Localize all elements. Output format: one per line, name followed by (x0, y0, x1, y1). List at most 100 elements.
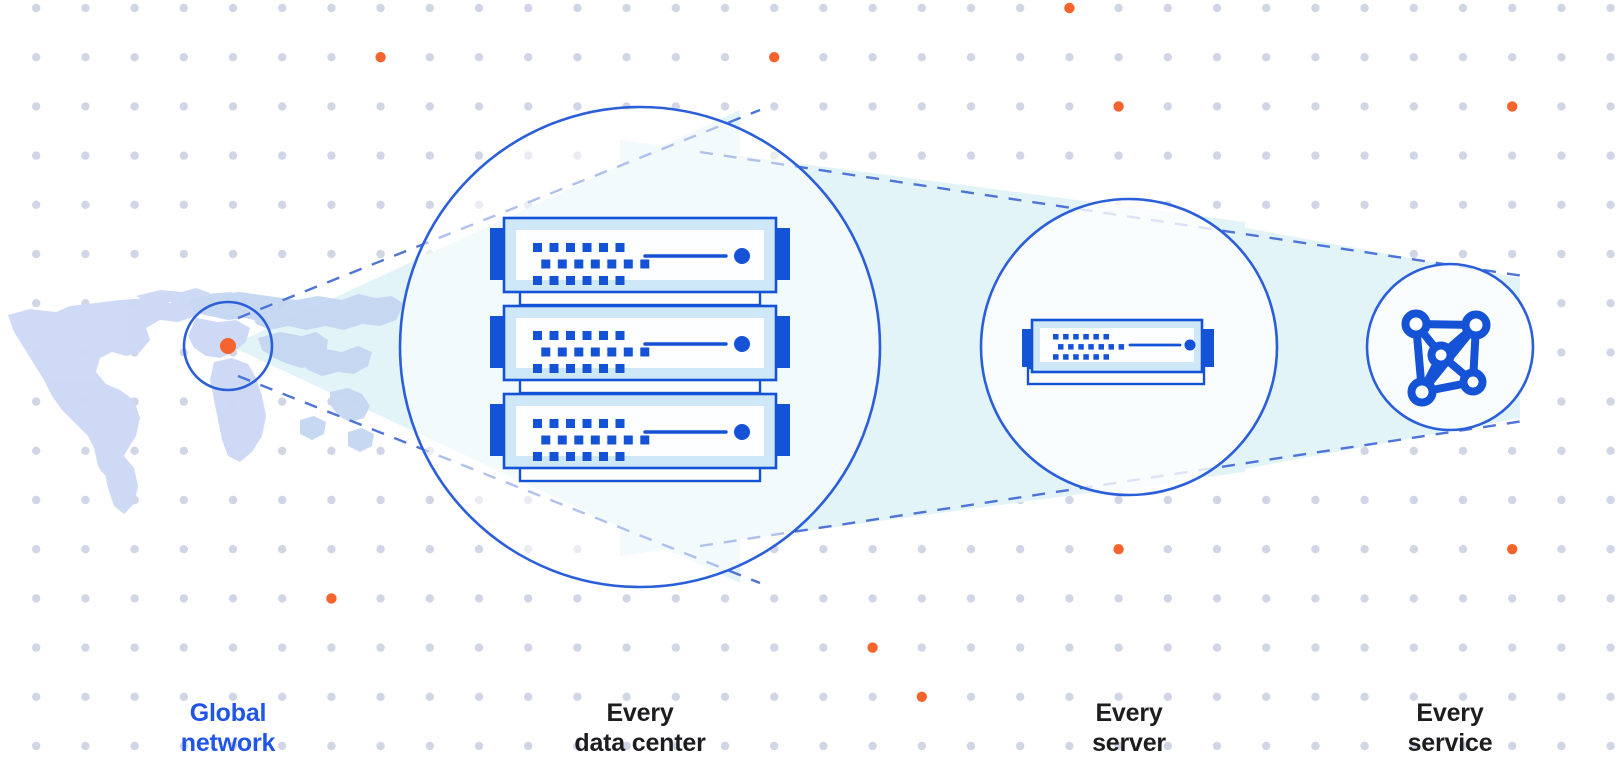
grid-dot (130, 643, 139, 652)
grid-dot (327, 495, 336, 505)
grid-dot (179, 545, 188, 554)
grid-dot (1508, 643, 1517, 652)
vent-dot (1063, 334, 1069, 340)
grid-dot (81, 643, 90, 652)
grid-dot (524, 594, 533, 603)
grid-dot (179, 102, 188, 111)
vent-dot (566, 452, 575, 461)
grid-dot (32, 151, 41, 160)
grid-dot (228, 200, 238, 209)
grid-dot (1458, 249, 1468, 259)
grid-dot-accent (1507, 544, 1518, 555)
grid-dot (1163, 3, 1173, 13)
grid-dot (278, 3, 287, 13)
grid-dot (376, 643, 385, 652)
grid-dot (1212, 3, 1222, 13)
grid-dot (1360, 3, 1369, 13)
grid-dot (327, 151, 336, 160)
grid-dot (474, 692, 484, 701)
grid-dot (1065, 594, 1074, 603)
single-server-status-led (1184, 339, 1196, 351)
grid-dot (819, 594, 828, 603)
grid-dot-accent (326, 593, 337, 604)
grid-dot (130, 741, 139, 751)
grid-dot (1458, 102, 1468, 111)
grid-dot (327, 741, 336, 751)
grid-dot (1212, 545, 1222, 554)
single-server-vents (1053, 334, 1125, 360)
grid-dot (32, 3, 41, 13)
grid-dot (1016, 643, 1025, 652)
vent-dot (607, 259, 617, 269)
grid-dot (1606, 3, 1615, 13)
grid-dot (917, 3, 926, 13)
grid-dot (376, 200, 385, 209)
grid-dot (1409, 151, 1419, 160)
vent-dot (533, 364, 542, 373)
grid-dot (1311, 53, 1320, 62)
vent-dot (615, 243, 625, 252)
vent-dot (533, 331, 542, 340)
grid-dot (278, 741, 287, 751)
service-mesh-icon (1401, 309, 1491, 407)
vent-dot (557, 347, 567, 357)
grid-dot (1360, 495, 1369, 505)
grid-dot (1508, 446, 1517, 455)
grid-dot (376, 151, 385, 160)
rack-unit-3-vents (533, 419, 650, 461)
grid-dot (130, 249, 139, 259)
grid-dot (1606, 741, 1615, 751)
grid-dot (228, 495, 238, 505)
grid-dot (179, 3, 188, 13)
grid-dot (1065, 53, 1074, 62)
grid-dot (1409, 495, 1419, 505)
grid-dot (1114, 692, 1123, 701)
vent-dot (599, 331, 608, 340)
grid-dot (1212, 692, 1222, 701)
vent-dot (640, 435, 650, 445)
grid-dot (81, 741, 90, 751)
grid-dot (130, 594, 139, 603)
grid-dot (1262, 53, 1271, 62)
grid-dot (1360, 741, 1369, 751)
grid-dot (1311, 594, 1320, 603)
vent-dot (566, 419, 575, 428)
vent-dot (615, 364, 625, 373)
grid-dot (1606, 643, 1615, 652)
grid-dot (868, 102, 877, 111)
grid-dot (1409, 446, 1419, 455)
grid-dot (1212, 643, 1222, 652)
grid-dot (917, 53, 926, 62)
vent-dot (533, 419, 542, 428)
grid-dot (1163, 102, 1173, 111)
grid-dot (1409, 102, 1419, 111)
grid-dot (1606, 397, 1615, 406)
grid-dot (1163, 643, 1173, 652)
vent-dot (1058, 344, 1064, 350)
grid-dot (868, 3, 877, 13)
grid-dot (179, 446, 188, 455)
grid-dot (1065, 151, 1074, 160)
grid-dot (1163, 741, 1173, 751)
grid-dot (1065, 741, 1074, 751)
rack-unit-3-status-led (734, 424, 750, 440)
grid-dot (179, 397, 188, 406)
grid-dot (1114, 741, 1123, 751)
grid-dot (32, 594, 41, 603)
vent-dot (1083, 354, 1089, 360)
grid-dot (1262, 200, 1271, 209)
grid-dot (819, 53, 828, 62)
vent-dot (541, 347, 551, 357)
vent-dot (557, 435, 567, 445)
grid-dot (1458, 643, 1468, 652)
grid-dot (327, 545, 336, 554)
grid-dot (917, 741, 926, 751)
grid-dot (1606, 348, 1615, 357)
grid-dot (376, 692, 385, 701)
vent-dot (582, 276, 592, 285)
grid-dot (671, 594, 680, 603)
grid-dot (1458, 53, 1468, 62)
grid-dot (1262, 102, 1271, 111)
grid-dot (179, 594, 188, 603)
grid-dot (1163, 692, 1173, 701)
